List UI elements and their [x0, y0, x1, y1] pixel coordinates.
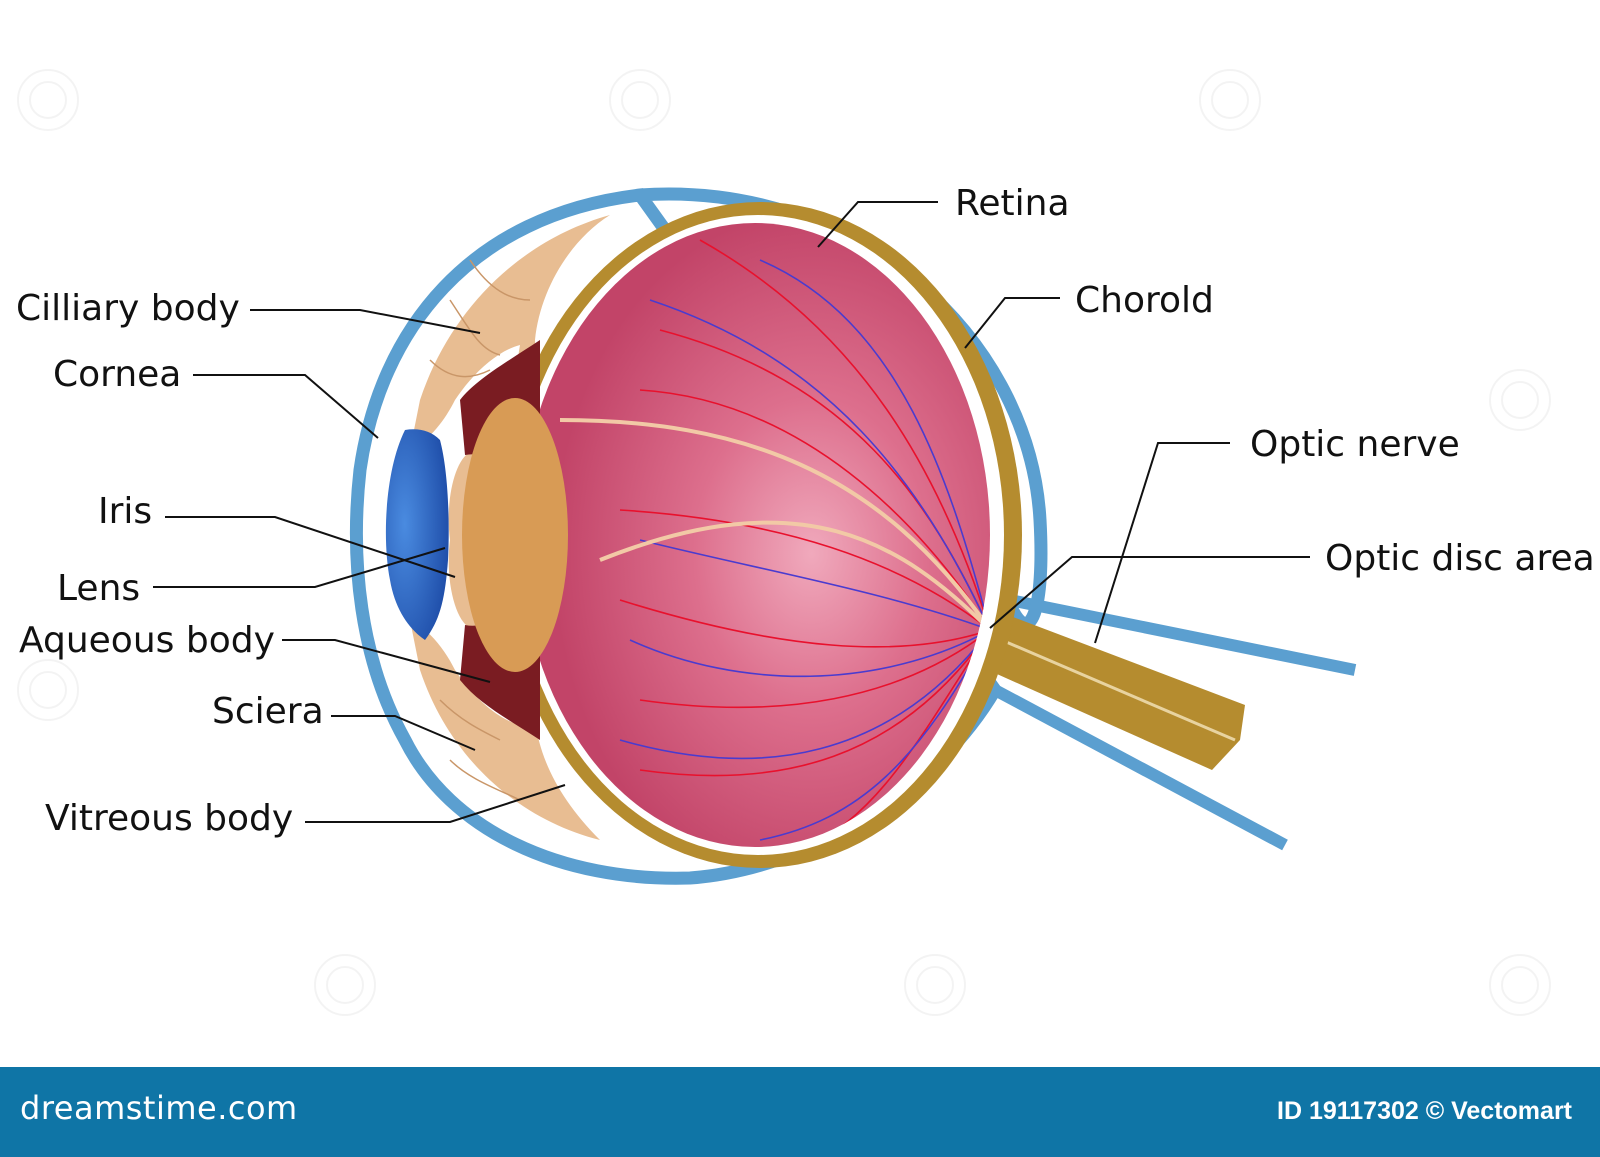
eye-diagram: Retina Chorold Optic nerve Optic disc ar…	[16, 69, 1595, 1016]
label-lens: Lens	[57, 568, 140, 609]
footer-site-name[interactable]: dreamstime.com	[20, 1089, 298, 1127]
leader-retina	[817, 201, 938, 248]
label-sclera: Sciera	[212, 691, 324, 732]
lens	[462, 398, 568, 672]
watermark-swirls	[17, 69, 1551, 1016]
blood-vessels	[559, 239, 990, 847]
leader-lines	[153, 201, 1310, 823]
leader-optic-disc	[989, 556, 1310, 629]
label-optic-disc-area: Optic disc area	[1325, 538, 1595, 579]
leader-iris	[165, 516, 456, 578]
vitreous-body	[520, 223, 990, 847]
label-ciliary-body: Cilliary body	[16, 288, 240, 329]
label-cornea: Cornea	[53, 354, 181, 395]
label-aqueous-body: Aqueous body	[19, 620, 275, 661]
labels: Retina Chorold Optic nerve Optic disc ar…	[16, 183, 1595, 839]
leader-aqueous	[282, 639, 491, 683]
ciliary-texture	[429, 259, 531, 801]
optic-nerve-sheath	[992, 594, 1357, 851]
leader-choroid	[964, 297, 1060, 349]
cornea-iris	[385, 429, 449, 640]
label-retina: Retina	[955, 183, 1070, 224]
footer-image-id: ID 19117302 © Vectomart	[1277, 1097, 1572, 1125]
leader-optic-nerve	[1094, 442, 1230, 644]
optic-nerve	[988, 612, 1245, 770]
label-vitreous-body: Vitreous body	[45, 798, 293, 839]
label-choroid: Chorold	[1075, 280, 1214, 321]
leader-vitreous	[305, 784, 566, 823]
leader-cornea	[193, 374, 379, 439]
label-iris: Iris	[98, 491, 152, 532]
leader-lens	[153, 547, 446, 588]
leader-ciliary	[250, 309, 481, 334]
label-optic-nerve: Optic nerve	[1250, 424, 1460, 465]
leader-sclera	[331, 715, 476, 751]
footer-bar: dreamstime.com ID 19117302 © Vectomart	[0, 1067, 1600, 1157]
